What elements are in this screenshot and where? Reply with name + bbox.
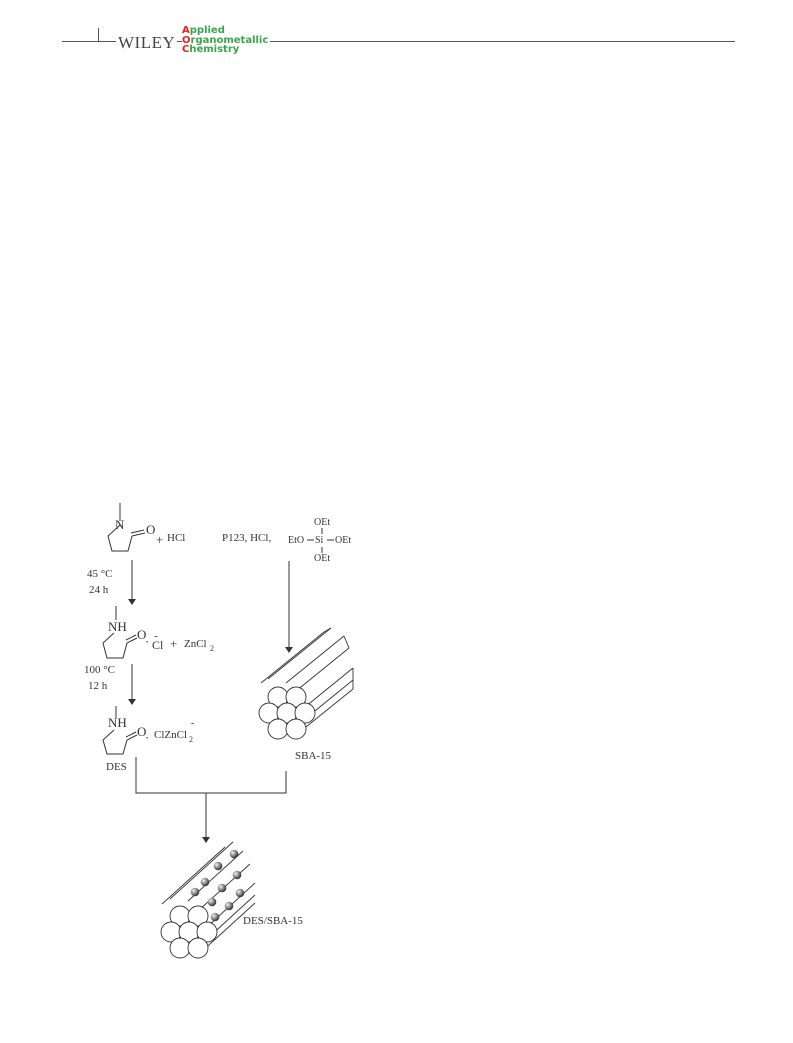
atom-nh-1: NH (108, 619, 127, 634)
step1-temperature: 45 °C (87, 568, 113, 580)
minus-1: - (154, 630, 158, 642)
atom-o-2: O (137, 627, 146, 642)
minus-2: - (191, 718, 194, 729)
teos-bottom: OEt (314, 553, 330, 564)
des-molecule: NH O · ClZnCl 2 - (102, 706, 194, 755)
teos-molecule: OEt EtO Si OEt OEt (288, 517, 351, 564)
nmp-molecule: N O (107, 503, 155, 552)
dot-2: · (145, 730, 149, 745)
sba15-bundle (258, 627, 354, 740)
des-sba15-bundle (160, 841, 256, 959)
zncl2-subscript: 2 (210, 644, 214, 653)
des-particles (190, 849, 245, 922)
header-rule (62, 41, 735, 42)
product-label: DES/SBA-15 (243, 915, 303, 927)
nmp-hcl-salt: NH O · - Cl (102, 606, 164, 659)
reagents-label: P123, HCl, (222, 532, 271, 544)
journal-line-1: Applied (182, 25, 225, 36)
sba15-label: SBA-15 (295, 750, 332, 762)
step1-time: 24 h (89, 584, 109, 596)
teos-center: Si (315, 535, 324, 546)
publisher-logo: WILEY (116, 33, 178, 53)
des-label: DES (106, 761, 127, 773)
hcl-label: HCl (167, 532, 185, 544)
journal-logo: Applied Organometallic Chemistry (182, 25, 271, 55)
header-tick (98, 28, 99, 42)
combine-bracket (135, 757, 287, 794)
dot-1: · (145, 634, 149, 649)
chloride: Cl (152, 638, 164, 652)
atom-nh-2: NH (108, 715, 127, 730)
teos-left: EtO (288, 535, 304, 546)
atom-o-3: O (137, 724, 146, 739)
atom-n: N (115, 517, 125, 532)
step2-time: 12 h (88, 680, 108, 692)
complex-anion-subscript: 2 (189, 735, 193, 744)
zncl2: ZnCl (184, 638, 207, 650)
teos-right: OEt (335, 535, 351, 546)
plus-sign-2: + (170, 636, 177, 651)
complex-anion: ClZnCl (154, 729, 187, 741)
atom-o-1: O (146, 522, 155, 537)
teos-top: OEt (314, 517, 330, 528)
journal-line-3: Chemistry (182, 44, 240, 55)
plus-sign-1: + (156, 532, 163, 547)
journal-line-2: Organometallic (182, 34, 269, 46)
step2-temperature: 100 °C (84, 664, 115, 676)
